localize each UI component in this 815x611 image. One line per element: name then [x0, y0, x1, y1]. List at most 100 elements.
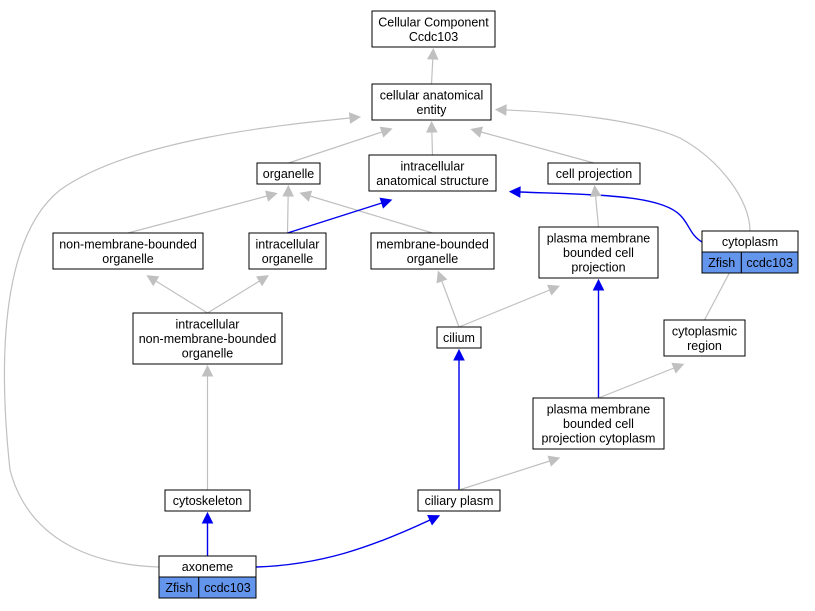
- node-nmbo-box: [52, 232, 204, 270]
- node-cae-label: entity: [417, 103, 448, 117]
- node-cytoskeleton-label: cytoskeleton: [173, 494, 243, 508]
- edge-organelle-to-cae: [288, 131, 383, 164]
- node-pmbcpc-box: [532, 397, 665, 450]
- arrowhead-ias-to-cae: [426, 120, 438, 133]
- node-io-box: [248, 232, 327, 270]
- edge-cytoplasm-to-ias: [519, 191, 703, 243]
- node-pmbcpc-label: plasma membrane: [547, 403, 651, 417]
- node-cytoskeleton[interactable]: cytoskeleton: [164, 489, 251, 512]
- arrowhead-io-to-ias: [379, 197, 393, 209]
- arrowhead-pmbcp-to-cellproj: [589, 184, 602, 198]
- node-axoneme-label: axoneme: [182, 560, 233, 574]
- node-cae-label: cellular anatomical: [380, 88, 484, 102]
- node-axoneme-tags: Zfish ccdc103: [158, 576, 257, 599]
- node-axoneme-tag-1: ccdc103: [204, 581, 251, 595]
- edge-cae-to-root: [430, 58, 434, 85]
- node-organelle[interactable]: organelle: [256, 162, 321, 185]
- node-ciliaryplasm[interactable]: ciliary plasm: [417, 489, 501, 512]
- arrowhead-inmbo-to-nmbo: [146, 275, 160, 287]
- edge-io-to-organelle: [286, 195, 289, 234]
- arrowhead-cilium-to-mbo: [436, 270, 448, 284]
- node-inmbo-label: organelle: [182, 347, 233, 361]
- arrowhead-axoneme-to-cae: [348, 112, 362, 124]
- node-cytoplasm-tag-1: ccdc103: [746, 256, 793, 270]
- node-mbo-label: organelle: [407, 252, 458, 266]
- arrowhead-inmbo-to-io: [256, 275, 269, 287]
- arrowhead-cytoplasm-to-cae: [494, 104, 507, 116]
- edge-cilium-to-mbo: [441, 280, 460, 328]
- arrowhead-cellproj-to-cae: [470, 126, 484, 138]
- arrowhead-cytoplasm-to-ias: [508, 186, 521, 198]
- node-nmbo-label: organelle: [102, 252, 153, 266]
- edge-axoneme-to-cae: [3, 117, 351, 568]
- edge-cellproj-to-cae: [480, 131, 595, 164]
- arrowhead-pmbcpc-to-pmbcp: [592, 278, 605, 291]
- node-inmbo-box: [132, 312, 283, 365]
- edges-layer: [3, 47, 751, 568]
- edge-ciliaryplasm-to-pmbcpc: [458, 460, 550, 491]
- node-pmbcp-label: plasma membrane: [547, 232, 651, 246]
- node-cilium-box: [436, 326, 482, 349]
- edge-cytoplasm-to-cae: [505, 109, 751, 232]
- node-cellproj-label: cell projection: [556, 167, 632, 181]
- node-cytoplasm-tags: Zfish ccdc103: [701, 251, 799, 274]
- node-pmbcp-label: projection: [571, 261, 625, 275]
- node-cytoregion-box: [663, 319, 746, 357]
- node-inmbo[interactable]: intracellularnon-membrane-boundedorganel…: [132, 312, 283, 365]
- node-ciliaryplasm-label: ciliary plasm: [425, 494, 494, 508]
- node-pmbcp-box: [538, 226, 659, 279]
- node-organelle-box: [256, 162, 321, 185]
- node-cytoregion-label: cytoplasmic: [672, 324, 737, 338]
- node-inmbo-label: non-membrane-bounded: [139, 332, 277, 346]
- node-cilium[interactable]: cilium: [436, 326, 482, 349]
- node-root-label: Ccdc103: [409, 30, 458, 44]
- node-root-label: Cellular Component: [378, 15, 489, 29]
- arrowhead-axoneme-to-cytoskeleton: [201, 511, 214, 524]
- node-cytoskeleton-box: [164, 489, 251, 512]
- arrowhead-nmbo-to-organelle: [265, 190, 278, 202]
- arrowhead-mbo-to-organelle: [299, 190, 313, 202]
- node-cellproj-box: [547, 162, 641, 185]
- node-axoneme-tag-0: Zfish: [165, 581, 192, 595]
- node-ciliaryplasm-box: [417, 489, 501, 512]
- edge-pmbcpc-to-cytoregion: [598, 367, 675, 399]
- node-axoneme-tag-1-cell: [198, 576, 257, 599]
- arrowhead-organelle-to-cae: [379, 126, 393, 138]
- node-ias-label: intracellular: [401, 159, 465, 173]
- node-cilium-label: cilium: [443, 331, 475, 345]
- node-nmbo-label: non-membrane-bounded: [59, 237, 197, 251]
- node-cytoplasm-tag-0: Zfish: [708, 256, 735, 270]
- node-pmbcp-label: bounded cell: [563, 246, 634, 260]
- node-root-box: [371, 10, 496, 48]
- edge-inmbo-to-io: [207, 280, 260, 314]
- node-cellproj[interactable]: cell projection: [547, 162, 641, 185]
- arrowhead-ciliaryplasm-to-pmbcpc: [547, 455, 561, 467]
- node-inmbo-label: intracellular: [176, 318, 240, 332]
- arrowhead-cilium-to-pmbcp: [547, 284, 560, 296]
- edge-inmbo-to-nmbo: [155, 280, 208, 314]
- node-cae-box: [371, 83, 492, 121]
- arrowhead-cytoskeleton-to-inmbo: [201, 364, 214, 377]
- node-io-label: organelle: [262, 252, 313, 266]
- node-mbo-box: [370, 232, 495, 270]
- arrowhead-cae-to-root: [426, 47, 439, 60]
- edge-io-to-ias: [287, 202, 382, 234]
- node-cytoplasm-tag-1-cell: [740, 251, 799, 274]
- arrowhead-axoneme-to-ciliaryplasm: [427, 514, 441, 526]
- edge-mbo-to-organelle: [309, 195, 433, 234]
- node-cytoplasm-label: cytoplasm: [722, 235, 778, 249]
- node-pmbcpc-label: projection cytoplasm: [542, 432, 656, 446]
